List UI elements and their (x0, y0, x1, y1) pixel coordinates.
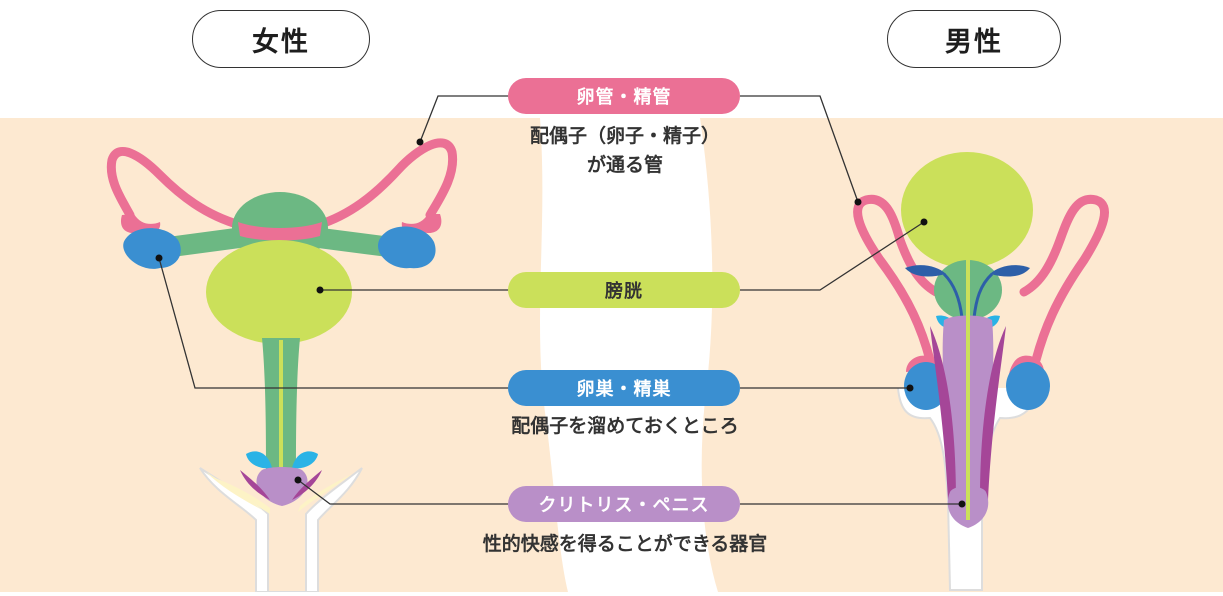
female-heading: 女性 (192, 10, 370, 68)
female-labia-cream-left (215, 478, 270, 514)
desc-ducts-line2: が通る管 (586, 154, 663, 176)
female-labia-cream-right (298, 474, 352, 512)
male-heading: 男性 (887, 10, 1061, 68)
connector-ducts-male (740, 95, 859, 203)
male-seminal-vesicle-left (905, 265, 946, 277)
dot-genital-male (958, 500, 966, 508)
female-labia-left (206, 472, 266, 514)
dot-gonads-male (906, 384, 914, 392)
male-ejaculatory-duct-left (942, 272, 964, 319)
dot-bladder-female (316, 286, 324, 294)
desc-gonads: 配偶子を溜めておくところ (511, 415, 739, 437)
dot-ducts-female (416, 138, 424, 146)
connector-ducts-female (419, 95, 512, 143)
desc-ducts: 配偶子（卵子・精子） が通る管 (470, 122, 780, 180)
label-genital: クリトリス・ペニス (508, 486, 740, 522)
male-crus-right (980, 326, 1006, 500)
male-bladder (901, 152, 1033, 268)
connector-bladder-male (740, 221, 925, 291)
male-testis-right (1006, 362, 1050, 410)
connector-lines (158, 95, 962, 505)
female-ovary-right (378, 226, 436, 269)
label-bladder: 膀胱 (508, 272, 740, 308)
female-clitoris-crus-right (292, 470, 322, 500)
dot-bladder-male (920, 218, 928, 226)
dot-ducts-male (854, 198, 862, 206)
female-clitoris-blue-left (246, 451, 272, 469)
dot-gonads-female (155, 254, 163, 262)
female-uterus-cavity (238, 222, 322, 241)
male-vas-deferens-left (853, 194, 941, 365)
connector-gonads-female (158, 257, 512, 389)
female-ovary-left (123, 228, 181, 269)
desc-ducts-line1: 配偶子（卵子・精子） (529, 125, 720, 147)
label-gonads: 卵巣・精巣 (508, 370, 740, 406)
label-ducts: 卵管・精管 (508, 78, 740, 114)
female-fallopian-tube-left (106, 146, 245, 230)
male-ejaculatory-duct-right (972, 272, 994, 319)
male-seminal-vesicle-right (990, 265, 1030, 277)
male-vas-deferens-right (1019, 194, 1109, 365)
female-clitoris-crus-left (240, 470, 270, 500)
dot-genital-female (294, 476, 302, 484)
female-bladder (206, 240, 352, 344)
connector-genital-female (297, 479, 512, 505)
female-fallopian-tube-right (313, 138, 458, 230)
desc-genital: 性的快感を得ることができる器官 (482, 533, 768, 555)
connector-dots (155, 138, 966, 508)
female-clitoris-blue-right (292, 451, 318, 469)
male-crus-left (930, 326, 956, 500)
